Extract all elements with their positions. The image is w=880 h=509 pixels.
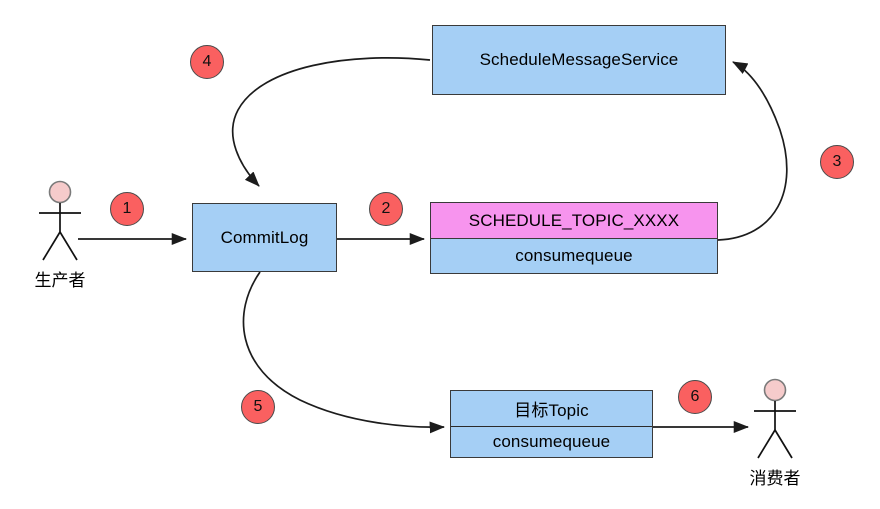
actor-producer-label: 生产者 [34,271,86,290]
node-target-topic-consumequeue: consumequeue [451,427,652,457]
actor-consumer-label: 消费者 [749,469,801,488]
node-schedule-topic-consumequeue: consumequeue [431,239,717,273]
actor-consumer [754,378,796,459]
edge-commitlog-to-target-topic [242,271,446,434]
node-commit-log-label: CommitLog [193,204,336,271]
node-commit-log[interactable]: CommitLog [192,203,337,272]
node-schedule-message-service-label: ScheduleMessageService [433,26,725,94]
step-badge-3: 3 [820,145,854,179]
step-badge-1-label: 1 [122,200,132,217]
step-badge-6-label: 6 [690,388,700,405]
step-badge-2: 2 [369,192,403,226]
node-schedule-message-service[interactable]: ScheduleMessageService [432,25,726,95]
node-schedule-topic[interactable]: SCHEDULE_TOPIC_XXXX consumequeue [430,202,718,274]
step-badge-4: 4 [190,45,224,79]
step-badge-1: 1 [110,192,144,226]
step-badge-5-label: 5 [253,398,263,415]
actor-producer [39,180,81,261]
edge-service-to-commitlog [231,57,431,187]
step-badge-5: 5 [241,390,275,424]
step-badge-6: 6 [678,380,712,414]
node-schedule-topic-title: SCHEDULE_TOPIC_XXXX [431,203,717,239]
edge-schedule-topic-to-service [717,61,788,241]
step-badge-2-label: 2 [381,200,391,217]
node-target-topic-title: 目标Topic [451,391,652,427]
node-target-topic[interactable]: 目标Topic consumequeue [450,390,653,458]
step-badge-3-label: 3 [832,153,842,170]
step-badge-4-label: 4 [202,53,212,70]
